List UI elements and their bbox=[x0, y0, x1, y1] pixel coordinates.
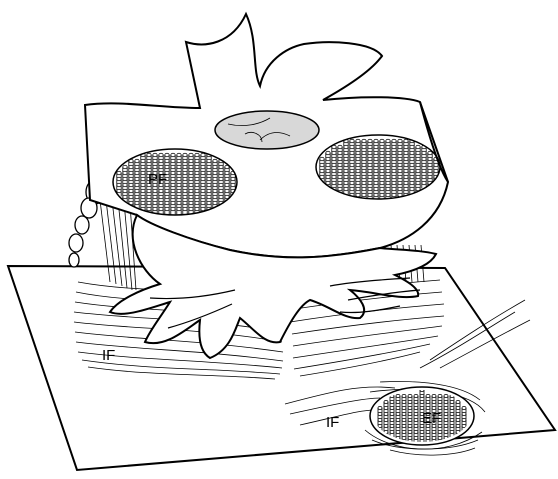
fiber-end bbox=[419, 390, 425, 392]
lower-lobe-left bbox=[108, 213, 438, 360]
pf-fibers-left bbox=[116, 152, 236, 215]
pf-fibers-right bbox=[319, 138, 439, 199]
label-pf: PF bbox=[148, 171, 167, 188]
if-sweep-right bbox=[284, 299, 531, 456]
label-if-right: IF bbox=[326, 414, 339, 431]
ef-fibers bbox=[377, 390, 467, 442]
label-ef: EF bbox=[422, 410, 441, 427]
nucleus-texture bbox=[227, 117, 291, 143]
nucleus bbox=[214, 110, 320, 150]
body-edge bbox=[419, 101, 449, 183]
column-fibers-left bbox=[99, 199, 137, 291]
finger-details bbox=[149, 277, 421, 329]
label-if-left: IF bbox=[102, 347, 115, 364]
